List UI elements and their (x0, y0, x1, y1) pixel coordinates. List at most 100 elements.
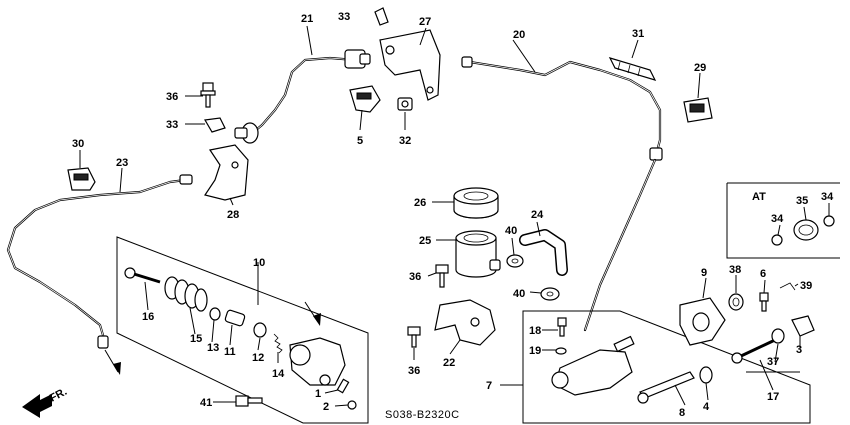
reservoir-hose-24 (519, 229, 568, 276)
callout-2: 2 (323, 401, 329, 413)
callout-10: 10 (253, 257, 265, 269)
clip-40-upper (506, 254, 524, 268)
clutch-pipe-23 (6, 174, 193, 349)
callout-28: 28 (227, 209, 239, 221)
boot-31 (608, 57, 657, 81)
master-cylinder-group-box (522, 310, 811, 424)
callout-32: 32 (399, 135, 411, 147)
bolt-36-reservoir (435, 264, 449, 288)
callout-21: 21 (301, 13, 313, 25)
callout-13: 13 (207, 342, 219, 354)
callout-38: 38 (729, 264, 741, 276)
stopper-34-left (771, 234, 783, 246)
cap-2 (347, 400, 357, 410)
front-direction-arrow (22, 394, 52, 418)
clip-33-left (204, 117, 226, 133)
callout-27: 27 (419, 16, 431, 28)
clip-39 (779, 282, 796, 291)
callout-16: 16 (142, 311, 154, 323)
callout-34-left: 34 (771, 213, 784, 225)
cup-12 (253, 322, 267, 338)
callout-41: 41 (200, 397, 212, 409)
callout-29: 29 (694, 62, 706, 74)
washer-19 (555, 347, 567, 355)
callout-25: 25 (419, 235, 431, 247)
boot-15 (164, 276, 208, 312)
callout-36-reservoir: 36 (409, 271, 421, 283)
callout-33-left: 33 (166, 119, 178, 131)
cap-35 (793, 219, 819, 241)
bolt-36-top (200, 82, 216, 108)
callout-19: 19 (529, 345, 541, 357)
callout-6: 6 (760, 268, 766, 280)
callout-8: 8 (679, 407, 685, 419)
callout-17: 17 (767, 391, 779, 403)
callout-9: 9 (701, 267, 707, 279)
bolt-41 (235, 395, 263, 407)
callout-37: 37 (767, 356, 779, 368)
clutch-hose-21 (234, 49, 371, 144)
bleeder-1 (336, 378, 350, 394)
callout-33-top: 33 (338, 11, 350, 23)
bracket-3 (791, 315, 815, 337)
holder-29 (683, 97, 713, 123)
bracket-28 (204, 144, 249, 201)
callout-1: 1 (315, 388, 321, 400)
master-cylinder-body (551, 335, 635, 396)
pin-6 (759, 292, 769, 312)
bolt-17 (731, 338, 776, 364)
clamp-30 (67, 167, 96, 191)
callout-34-right: 34 (821, 191, 834, 203)
callout-22: 22 (443, 357, 455, 369)
bracket-27 (379, 29, 441, 101)
slave-cylinder-body (289, 337, 346, 386)
pushrod-16 (124, 267, 161, 284)
callout-3: 3 (796, 344, 802, 356)
callout-4: 4 (703, 401, 710, 413)
callout-14: 14 (272, 368, 285, 380)
clutch-pipe-20 (461, 56, 663, 161)
callout-20: 20 (513, 29, 525, 41)
stopper-34-right (823, 215, 835, 227)
slave-cylinder-group-box (116, 236, 369, 424)
callout-23: 23 (116, 157, 128, 169)
bolt-18 (557, 317, 567, 337)
clip-4 (699, 366, 713, 384)
bushing-37 (771, 328, 785, 344)
callout-labels: 21 33 27 20 31 29 36 33 5 32 30 23 28 26… (72, 11, 834, 419)
callout-35: 35 (796, 195, 808, 207)
callout-15: 15 (190, 333, 202, 345)
at-variant-box (726, 182, 840, 259)
bolt-36-bracket (407, 326, 421, 348)
callout-36-top: 36 (166, 91, 178, 103)
callout-31: 31 (632, 28, 644, 40)
callout-26: 26 (414, 197, 426, 209)
spring-14 (273, 333, 283, 354)
piston-11 (224, 309, 246, 327)
callout-11: 11 (224, 346, 236, 358)
pipe-end-arrowhead (113, 362, 121, 375)
reservoir-cap-26 (453, 187, 499, 219)
callout-18: 18 (529, 325, 541, 337)
bushing-38 (728, 293, 744, 311)
callout-7: 7 (486, 380, 492, 392)
slave-arrowhead (313, 313, 321, 326)
reservoir-bracket-22 (434, 299, 496, 346)
at-box-label: AT (752, 191, 766, 203)
ring-13 (209, 307, 221, 321)
callout-40-lower: 40 (513, 288, 525, 300)
clip-33-top (374, 7, 389, 26)
seal-9 (679, 297, 726, 346)
front-arrow-label: FR. (48, 386, 69, 405)
callout-30: 30 (72, 138, 84, 150)
nut-32 (397, 97, 413, 111)
diagram-code: S038-B2320C (385, 409, 460, 421)
leader-lines (79, 25, 830, 407)
callout-24: 24 (531, 209, 544, 221)
clamp-5 (349, 85, 381, 113)
callout-12: 12 (252, 352, 264, 364)
clip-40-lower (540, 287, 560, 301)
callout-39: 39 (800, 280, 812, 292)
pushrod-8 (637, 371, 695, 404)
